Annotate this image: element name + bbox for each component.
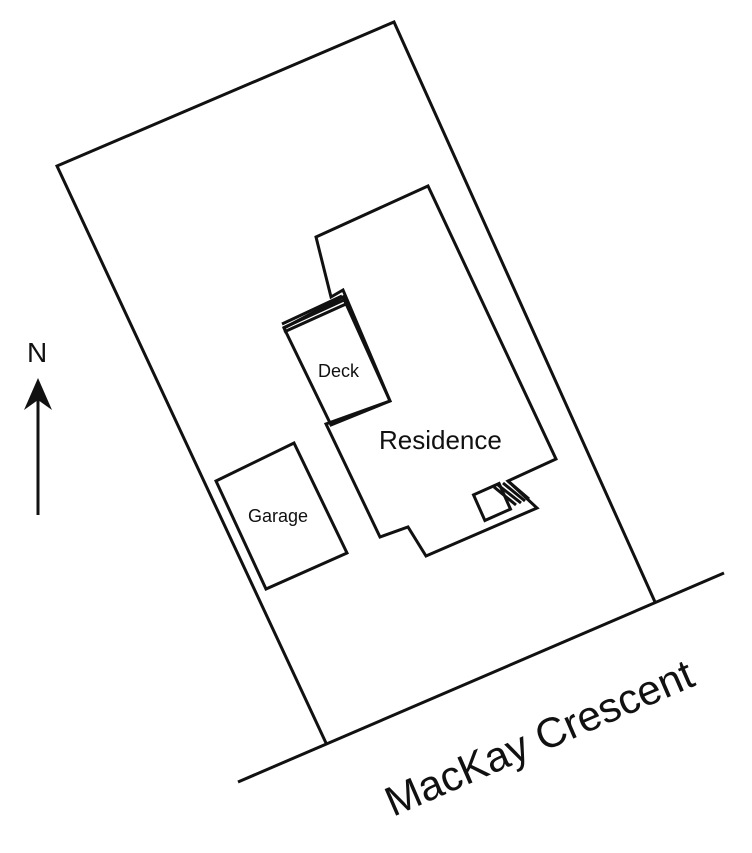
street-name-label: MacKay Crescent: [378, 650, 701, 825]
deck-outline: [282, 294, 393, 427]
residence-entry-stairs: [493, 479, 530, 507]
residence-outline: [314, 184, 559, 558]
street-line: [237, 571, 725, 784]
north-arrow-icon: [24, 378, 52, 515]
deck-label: Deck: [318, 361, 360, 381]
property-boundary: [54, 20, 657, 744]
north-label: N: [27, 337, 47, 368]
residence-label: Residence: [379, 425, 502, 455]
garage-outline: [214, 440, 350, 591]
deck-stairs: [281, 294, 347, 334]
garage-label: Garage: [248, 506, 308, 526]
